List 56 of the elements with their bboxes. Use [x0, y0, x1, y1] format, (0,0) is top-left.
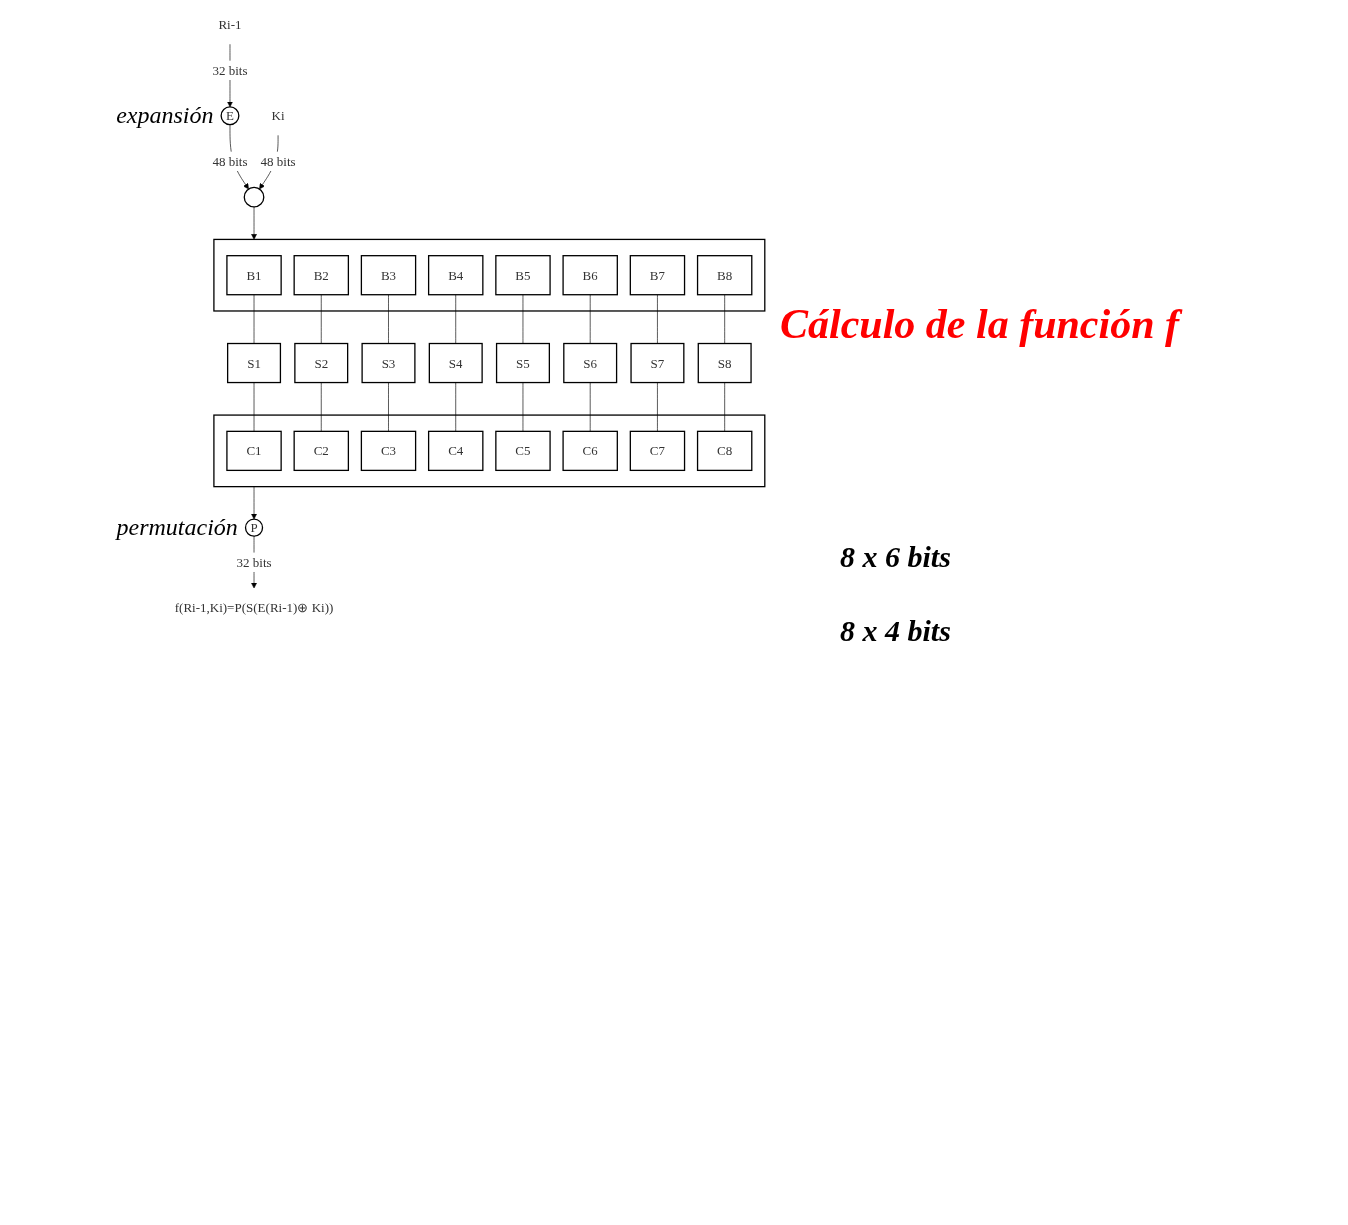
edge-label: 48 bits: [212, 154, 248, 169]
node-text: Ri-1: [218, 17, 242, 32]
node-box: B8: [696, 255, 753, 296]
node-box: C2: [293, 430, 350, 472]
connector: [455, 294, 457, 344]
connector: [522, 382, 524, 432]
node-box: C5: [495, 430, 551, 472]
node-box: C7: [629, 430, 686, 472]
connector: [589, 382, 591, 432]
node-box: S3: [361, 342, 416, 384]
node-box: S8: [697, 342, 752, 384]
connector: [388, 294, 389, 344]
cluster: [213, 414, 766, 488]
connector: [522, 294, 524, 344]
node-box: B6: [562, 255, 618, 296]
node-box: C8: [696, 430, 753, 472]
connector: [388, 382, 389, 432]
connector: [253, 294, 255, 344]
node-box: B5: [495, 255, 551, 296]
edge-label: 48 bits: [260, 154, 296, 169]
edge-label: 32 bits: [212, 63, 248, 78]
connector: [253, 382, 255, 432]
edge-label: 32 bits: [236, 555, 272, 570]
node-box: C1: [226, 430, 282, 472]
node-box: S2: [294, 342, 349, 384]
bit-width-label: 8 x 6 bits: [840, 540, 951, 574]
node-text: f(Ri-1,Ki)=P(S(E(Ri-1)⊕ Ki)): [174, 600, 334, 615]
node-caption: permutación: [116, 514, 238, 542]
node-circle: [243, 186, 265, 208]
node-box: B2: [293, 255, 350, 296]
node-text: Ki: [271, 108, 285, 123]
node-box: C3: [360, 430, 417, 472]
connector: [589, 294, 591, 344]
connector: [657, 382, 658, 432]
cluster: [213, 238, 766, 312]
node-box: S7: [630, 342, 685, 384]
node-box: B1: [226, 255, 282, 296]
connector: [657, 294, 658, 344]
node-box: B3: [360, 255, 417, 296]
node-box: B4: [427, 255, 484, 296]
connector: [724, 382, 725, 432]
connector: [724, 294, 725, 344]
node-box: B7: [629, 255, 686, 296]
connector: [455, 382, 457, 432]
node-caption: expansión: [116, 102, 214, 130]
node-circle: E: [220, 106, 240, 126]
node-box: C6: [562, 430, 618, 472]
node-box: C4: [427, 430, 484, 472]
bit-width-label: 8 x 4 bits: [840, 614, 951, 648]
connector: [320, 294, 322, 344]
node-circle: P: [244, 518, 264, 537]
node-box: S1: [227, 342, 282, 384]
node-box: S5: [495, 342, 550, 384]
node-box: S6: [563, 342, 618, 384]
node-box: S4: [428, 342, 483, 384]
connector: [320, 382, 322, 432]
